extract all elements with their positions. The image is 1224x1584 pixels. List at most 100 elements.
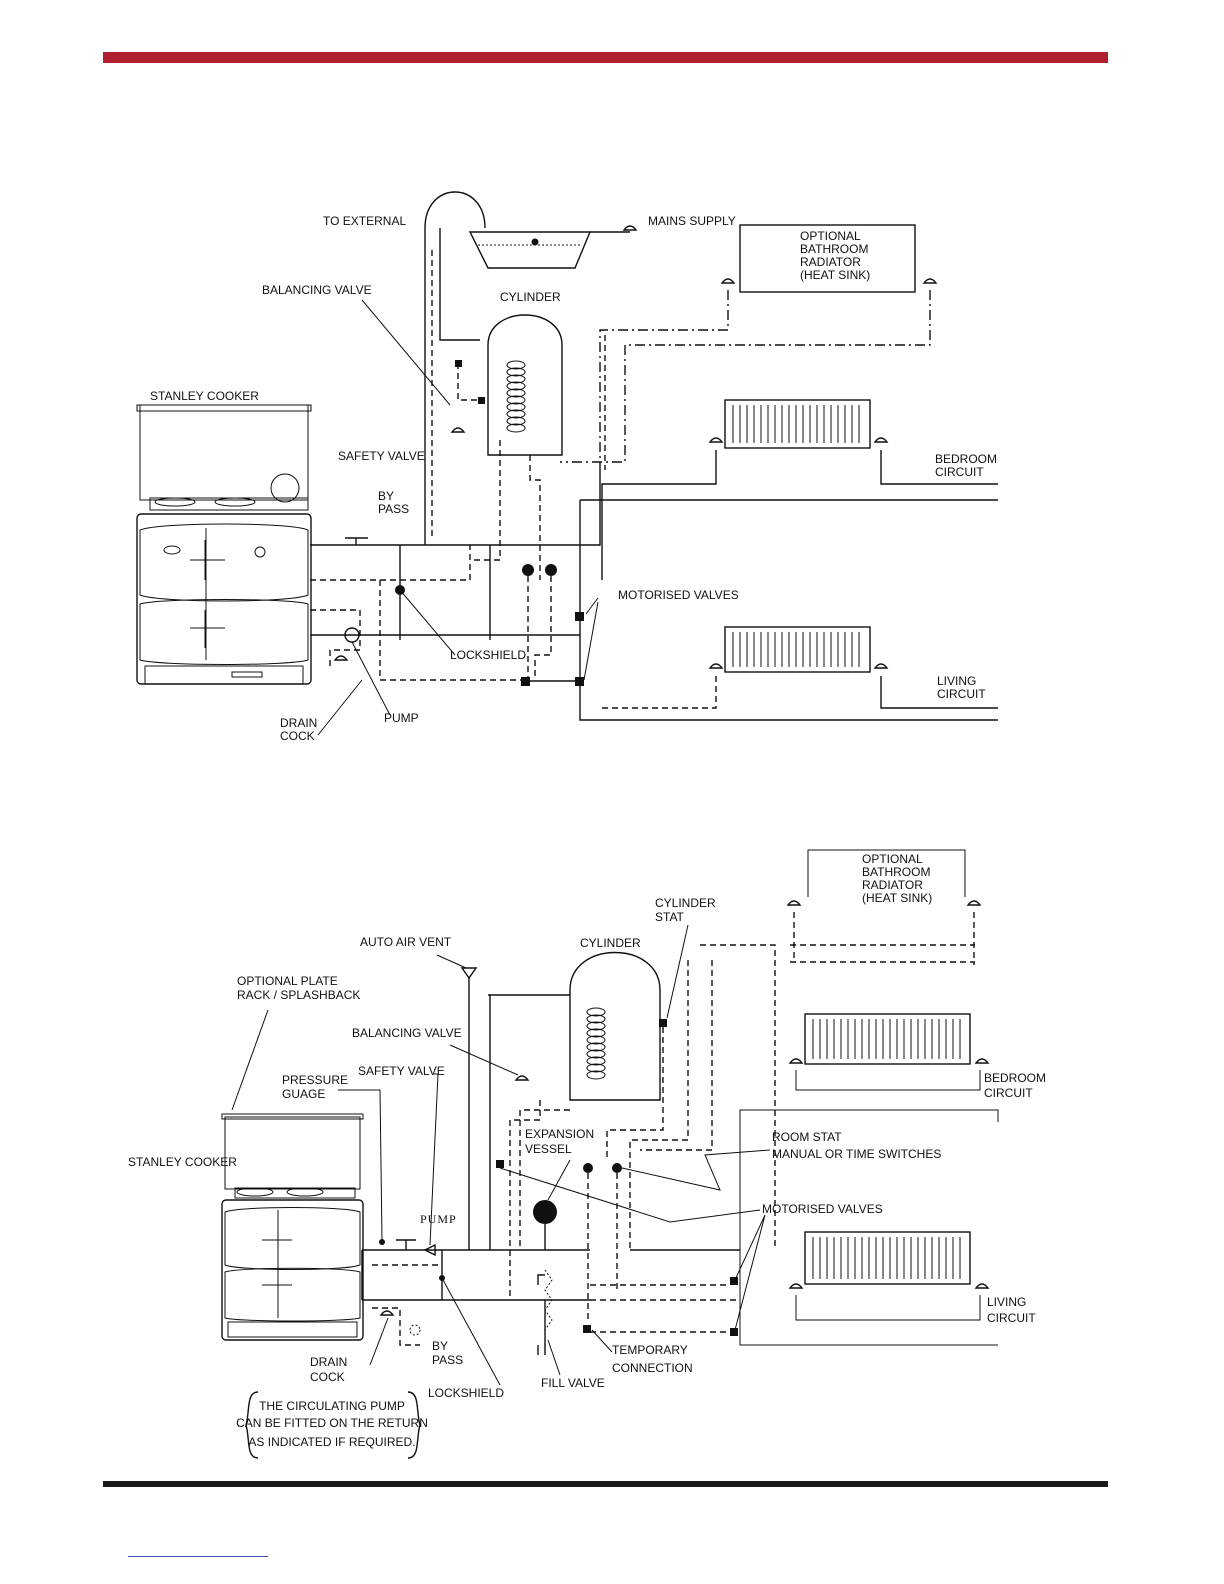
rad-valve-icon bbox=[786, 900, 802, 906]
label-cylinder: CYLINDER bbox=[580, 936, 641, 950]
radiator-fins bbox=[812, 1237, 961, 1279]
cylinder-coil bbox=[586, 1007, 606, 1080]
label-auto-air-vent: AUTO AIR VENT bbox=[360, 935, 452, 949]
stanley-cooker-1 bbox=[136, 404, 312, 685]
leader-line bbox=[429, 1073, 439, 1246]
leader-line bbox=[361, 299, 451, 406]
leader-line bbox=[369, 1317, 389, 1366]
cylinder-stat bbox=[659, 1019, 667, 1027]
bedroom-radiator bbox=[724, 399, 871, 449]
label-cock: COCK bbox=[280, 729, 315, 743]
label-pass: PASS bbox=[432, 1353, 463, 1367]
cylinder-stat bbox=[478, 397, 485, 404]
label-bath-rad-1: OPTIONAL bbox=[862, 852, 923, 866]
label-pump: PUMP bbox=[420, 1212, 457, 1226]
stat-wire bbox=[606, 1027, 664, 1160]
pipe bbox=[795, 1295, 981, 1321]
tank-float bbox=[531, 238, 539, 246]
thermostat bbox=[522, 564, 534, 576]
leader-line bbox=[338, 1089, 383, 1241]
motorised-valve bbox=[730, 1328, 738, 1336]
thermostat bbox=[545, 564, 557, 576]
label-safety-valve: SAFETY VALVE bbox=[338, 449, 425, 463]
leader-line bbox=[317, 679, 363, 736]
vent-pipe-loop bbox=[424, 191, 486, 229]
label-circuit: CIRCUIT bbox=[987, 1311, 1036, 1325]
leader-line bbox=[583, 597, 599, 681]
label-cylinder-stat-1: CYLINDER bbox=[655, 896, 716, 910]
motorised-valve bbox=[583, 1325, 591, 1333]
motorised-valve bbox=[496, 1160, 504, 1168]
pipe bbox=[310, 545, 471, 581]
drain-cock-icon bbox=[379, 1310, 395, 1316]
label-vessel: VESSEL bbox=[525, 1142, 572, 1156]
label-stanley-cooker: STANLEY COOKER bbox=[150, 389, 259, 403]
radiator-fins bbox=[732, 632, 860, 667]
living-main bbox=[739, 1122, 998, 1346]
bedroom-return bbox=[880, 450, 998, 485]
pipe bbox=[519, 1109, 570, 1250]
bedroom-main bbox=[739, 1109, 999, 1122]
stanley-cooker-2 bbox=[221, 1113, 364, 1341]
rad-valve-icon bbox=[788, 1283, 804, 1289]
pressure-gauge-icon bbox=[379, 1239, 385, 1245]
label-pass: PASS bbox=[378, 502, 409, 516]
pipe bbox=[590, 1284, 730, 1333]
label-to-external: TO EXTERNAL bbox=[323, 214, 406, 228]
label-bath-rad-4: (HEAT SINK) bbox=[862, 891, 932, 905]
label-cylinder: CYLINDER bbox=[500, 290, 561, 304]
auto-air-vent bbox=[460, 967, 478, 980]
label-circuit: CIRCUIT bbox=[937, 687, 986, 701]
leader-line bbox=[621, 1149, 771, 1191]
label-gauge: GUAGE bbox=[282, 1087, 325, 1101]
radiator-fins bbox=[812, 1019, 961, 1059]
bedroom-flow bbox=[601, 450, 717, 580]
rad-valve-icon bbox=[873, 663, 889, 669]
leader-line bbox=[399, 589, 456, 656]
drain-cock-icon bbox=[333, 655, 349, 661]
rad-valve-icon bbox=[974, 1283, 990, 1289]
rad-valve-icon bbox=[708, 437, 724, 443]
label-bath-rad-3: RADIATOR bbox=[800, 255, 861, 269]
left-brace bbox=[245, 1391, 259, 1459]
diagram-2: OPTIONAL BATHROOM RADIATOR (HEAT SINK) C… bbox=[128, 849, 1046, 1459]
flow-pipe bbox=[310, 470, 601, 546]
leader-line bbox=[449, 1044, 519, 1076]
living-flow bbox=[600, 676, 717, 709]
pipe bbox=[529, 455, 541, 580]
stat-wire bbox=[457, 363, 478, 401]
bath-rad-pipes bbox=[790, 944, 975, 963]
pipe bbox=[629, 944, 776, 1250]
label-lockshield: LOCKSHIELD bbox=[428, 1386, 504, 1400]
label-circuit: CIRCUIT bbox=[935, 465, 984, 479]
label-drain: DRAIN bbox=[280, 716, 317, 730]
pipe bbox=[379, 580, 525, 681]
room-stat bbox=[583, 1163, 593, 1173]
living-main bbox=[579, 500, 998, 721]
label-drain: DRAIN bbox=[310, 1355, 347, 1369]
footer-bar bbox=[103, 1481, 1108, 1487]
label-stanley-cooker: STANLEY COOKER bbox=[128, 1155, 237, 1169]
label-motorised-valves: MOTORISED VALVES bbox=[762, 1202, 883, 1216]
rad-valve-icon bbox=[922, 278, 938, 284]
alt-pump-position bbox=[409, 1324, 421, 1336]
pipe bbox=[439, 228, 480, 341]
bath-rad-return bbox=[560, 290, 931, 463]
label-cock: COCK bbox=[310, 1370, 345, 1384]
label-balancing-valve: BALANCING VALVE bbox=[352, 1026, 462, 1040]
note-line-1: THE CIRCULATING PUMP bbox=[259, 1399, 405, 1413]
label-bath-rad-1: OPTIONAL bbox=[800, 229, 861, 243]
safety-valve-icon bbox=[396, 1239, 416, 1250]
rad-valve-icon bbox=[873, 437, 889, 443]
label-mains-supply: MAINS SUPPLY bbox=[648, 214, 736, 228]
label-motorised-valves: MOTORISED VALVES bbox=[618, 588, 739, 602]
label-pressure: PRESSURE bbox=[282, 1073, 348, 1087]
motorised-valve bbox=[575, 612, 584, 621]
balancing-valve-icon bbox=[514, 1075, 530, 1081]
label-connection: CONNECTION bbox=[612, 1361, 693, 1375]
living-radiator bbox=[724, 626, 871, 673]
radiator-fins bbox=[732, 405, 860, 443]
cylinder bbox=[569, 951, 661, 1101]
leader-line bbox=[499, 1167, 761, 1223]
